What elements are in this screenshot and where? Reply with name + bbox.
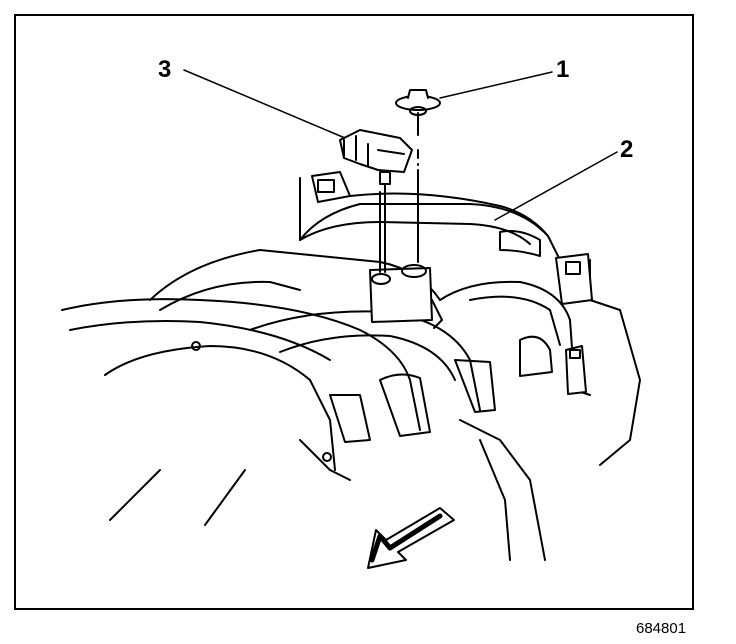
callout-2: 2 xyxy=(620,136,634,163)
direction-arrow xyxy=(367,507,455,569)
manifold-front-runners xyxy=(61,298,546,561)
leader-lines xyxy=(183,69,618,221)
callout-1: 1 xyxy=(556,56,570,83)
manifold-upper-body xyxy=(299,171,641,466)
sensor-part xyxy=(339,129,413,273)
diagram-frame xyxy=(14,14,694,610)
bolt-part xyxy=(395,89,441,263)
sensor-mounting-boss xyxy=(369,264,443,329)
callout-3: 3 xyxy=(158,56,172,83)
manifold-middle-runner xyxy=(149,249,591,396)
figure-id: 684801 xyxy=(636,620,687,637)
